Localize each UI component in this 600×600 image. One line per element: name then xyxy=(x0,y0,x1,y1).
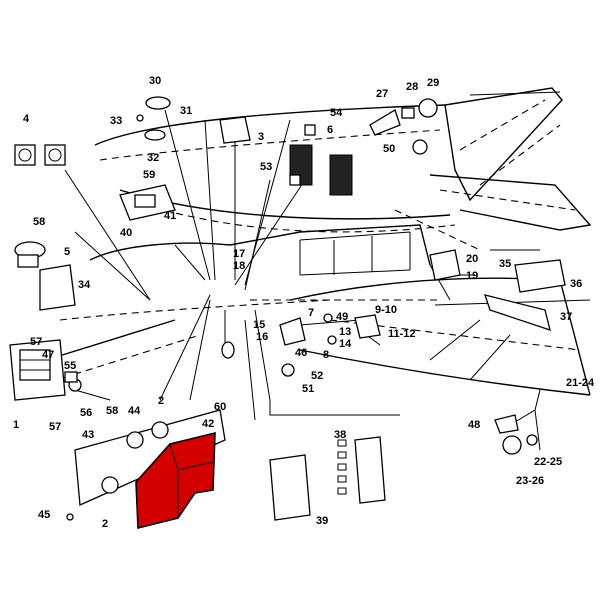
callout-40: 40 xyxy=(120,227,132,239)
callout-31: 31 xyxy=(180,105,192,117)
callout-54: 54 xyxy=(330,107,343,119)
relay-pair-4 xyxy=(14,144,66,166)
callout-3: 3 xyxy=(258,131,264,143)
callout-15: 15 xyxy=(253,319,265,331)
callout-41: 41 xyxy=(164,210,176,222)
callout-49: 49 xyxy=(336,311,348,323)
callout-23-26: 23-26 xyxy=(516,475,544,487)
callout-28: 28 xyxy=(406,81,418,93)
callout-37: 37 xyxy=(560,311,572,323)
component-48 xyxy=(494,414,519,434)
callout-42: 42 xyxy=(202,418,214,430)
callout-60: 60 xyxy=(214,401,226,413)
callout-27: 27 xyxy=(376,88,388,100)
callout-52: 52 xyxy=(311,370,323,382)
callout-19: 19 xyxy=(466,270,478,282)
callout-1: 1 xyxy=(13,419,19,431)
callout-6: 6 xyxy=(327,124,333,136)
bracket-43-60 xyxy=(66,409,226,521)
callout-17: 17 xyxy=(233,248,245,260)
callout-21-24: 21-24 xyxy=(566,377,595,389)
callout-46: 46 xyxy=(295,347,307,359)
callout-59: 59 xyxy=(143,169,155,181)
callout-35: 35 xyxy=(499,258,511,270)
component-7-14 xyxy=(323,313,381,345)
callout-2-lower: 2 xyxy=(102,518,108,530)
callout-45: 45 xyxy=(38,509,50,521)
callout-5: 5 xyxy=(64,246,70,258)
relays-6-54 xyxy=(289,124,353,196)
callout-29: 29 xyxy=(427,77,439,89)
callout-58-upper: 58 xyxy=(33,216,45,228)
callout-50: 50 xyxy=(383,143,395,155)
callout-20: 20 xyxy=(466,253,478,265)
part-42-edges xyxy=(169,443,214,518)
callout-11-12: 11-12 xyxy=(388,328,416,340)
strip-37 xyxy=(484,294,551,331)
callout-32: 32 xyxy=(147,152,159,164)
callout-7: 7 xyxy=(308,307,314,319)
callout-36: 36 xyxy=(570,278,582,290)
component-40-41 xyxy=(119,184,176,221)
callout-8: 8 xyxy=(323,349,329,361)
component-30-33 xyxy=(136,96,171,141)
highlighted-part-42 xyxy=(135,431,216,530)
callout-16: 16 xyxy=(256,331,268,343)
callout-22-25: 22-25 xyxy=(534,456,562,468)
callout-44: 44 xyxy=(128,405,141,417)
callout-4: 4 xyxy=(23,113,30,125)
callout-48: 48 xyxy=(468,419,480,431)
callout-38: 38 xyxy=(334,429,346,441)
callout-57-upper: 57 xyxy=(30,336,42,348)
component-3 xyxy=(219,116,251,144)
battery-box-1 xyxy=(9,339,66,401)
callout-13: 13 xyxy=(339,326,351,338)
callout-14: 14 xyxy=(339,338,352,350)
callout-34: 34 xyxy=(78,279,91,291)
callout-2-upper: 2 xyxy=(158,395,164,407)
component-5 xyxy=(14,241,46,268)
callout-labels: 1 2 2 3 4 5 6 7 8 9-10 11-12 13 14 15 16… xyxy=(13,75,595,530)
component-19-20 xyxy=(429,249,461,281)
callout-56: 56 xyxy=(80,407,92,419)
component-35-36 xyxy=(514,259,566,293)
component-55-56 xyxy=(64,371,82,392)
callout-53: 53 xyxy=(260,161,272,173)
callout-9-10: 9-10 xyxy=(375,304,397,316)
callout-18: 18 xyxy=(233,260,245,272)
callout-43: 43 xyxy=(82,429,94,441)
callout-51: 51 xyxy=(302,383,314,395)
callout-39: 39 xyxy=(316,515,328,527)
callout-58-lower: 58 xyxy=(106,405,118,417)
component-27-29 xyxy=(369,98,438,155)
component-46-52 xyxy=(279,317,306,377)
callout-55: 55 xyxy=(64,360,76,372)
plate-34 xyxy=(39,264,76,311)
callout-57-lower: 57 xyxy=(49,421,61,433)
callout-47: 47 xyxy=(42,349,54,361)
callout-30: 30 xyxy=(149,75,161,87)
component-22-26 xyxy=(502,434,538,455)
panel-39 xyxy=(269,436,386,521)
callout-33: 33 xyxy=(110,115,122,127)
airplane-outline xyxy=(29,87,592,421)
